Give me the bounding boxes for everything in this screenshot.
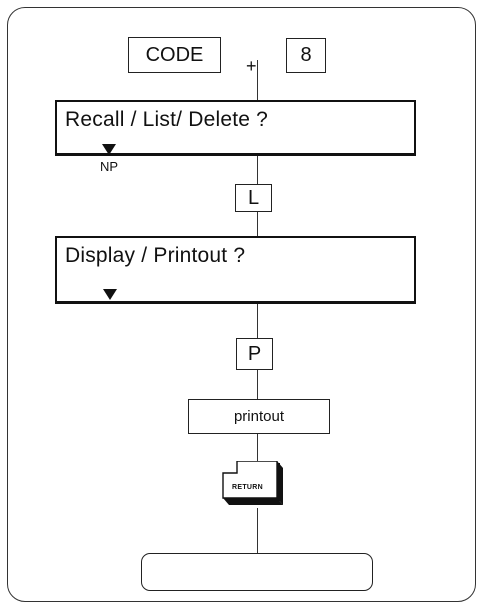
down-triangle-icon [103, 289, 117, 300]
np-label: NP [100, 159, 119, 174]
eight-key: 8 [286, 38, 326, 73]
connector-line [257, 434, 258, 461]
connector-line [257, 212, 258, 236]
recall-list-delete-display: Recall / List/ Delete ? [55, 100, 416, 156]
connector-line [257, 370, 258, 399]
l-key: L [235, 184, 272, 212]
end-box [141, 553, 373, 591]
connector-line [257, 156, 258, 184]
connector-line [257, 60, 258, 100]
connector-line [257, 508, 258, 553]
down-triangle-icon [102, 144, 116, 155]
diagram-frame [7, 7, 476, 602]
display-printout-display: Display / Printout ? [55, 236, 416, 304]
connector-line [257, 304, 258, 338]
recall-list-delete-text: Recall / List/ Delete ? [65, 108, 269, 131]
code-key: CODE [128, 37, 221, 73]
plus-sign: + [246, 56, 257, 76]
printout-step: printout [188, 399, 330, 434]
return-key-label: RETURN [232, 484, 263, 491]
p-key: P [236, 338, 273, 370]
display-printout-text: Display / Printout ? [65, 244, 246, 267]
return-key-icon: RETURN [222, 460, 286, 509]
